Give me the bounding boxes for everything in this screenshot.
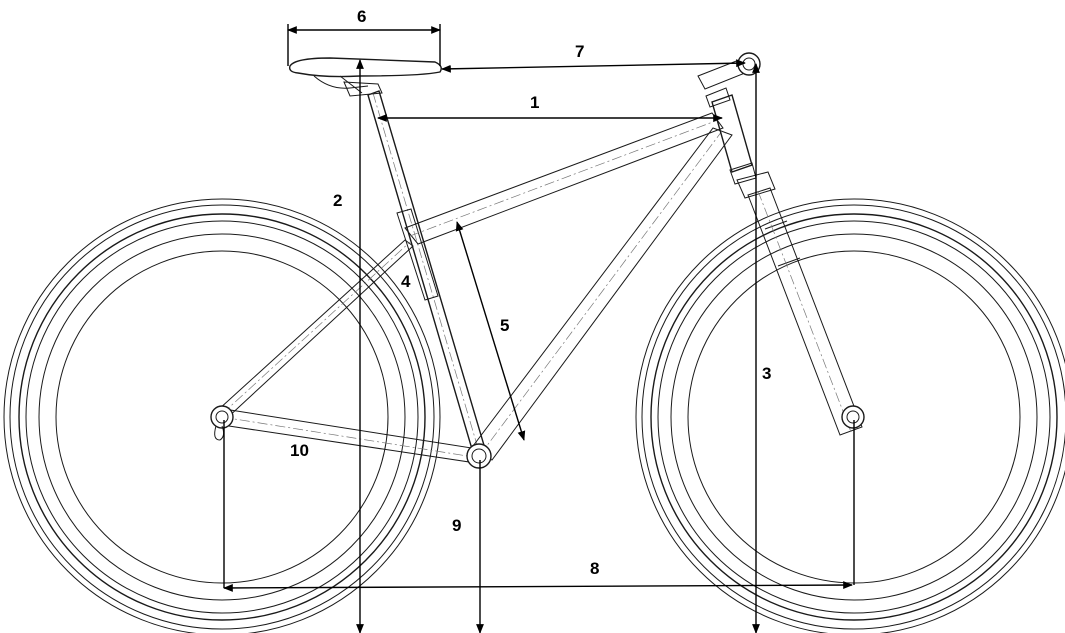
label-6: 6 [357, 7, 366, 26]
rear-wheel [3, 198, 441, 633]
label-8: 8 [590, 559, 599, 578]
label-9: 9 [452, 516, 461, 535]
label-1: 1 [530, 93, 539, 112]
label-10: 10 [290, 441, 309, 460]
label-3: 3 [762, 364, 771, 383]
saddle [288, 57, 442, 97]
label-5: 5 [500, 316, 509, 335]
top-tube [404, 112, 724, 245]
label-4: 4 [401, 272, 411, 291]
dimension-labels: 1 2 3 4 5 6 7 8 9 10 [290, 7, 771, 578]
label-2: 2 [333, 191, 342, 210]
fork [747, 187, 863, 436]
head-tube [711, 94, 753, 173]
dimension-lines [223, 24, 855, 633]
bike-frame [210, 52, 865, 469]
seatstay-tube [217, 239, 414, 420]
label-7: 7 [575, 42, 584, 61]
front-wheel [635, 198, 1065, 633]
